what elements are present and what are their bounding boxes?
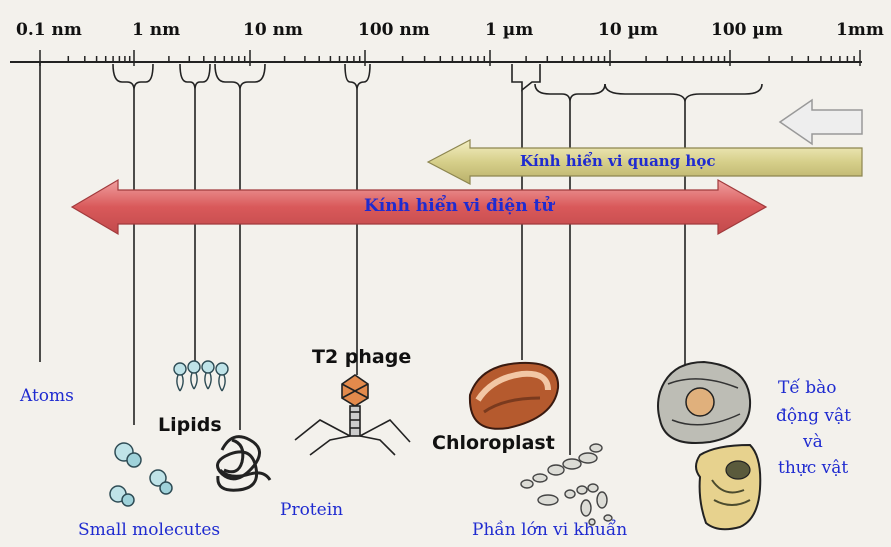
scale-label-0-1nm: 0.1 nm bbox=[16, 20, 82, 40]
chloroplast-illustration bbox=[470, 363, 558, 429]
light-microscope-label: Kính hiển vi quang học bbox=[520, 152, 715, 170]
bacteria-label: Phần lớn vi khuẩn bbox=[472, 520, 627, 540]
protein-label: Protein bbox=[280, 500, 343, 520]
scale-label-10um: 10 µm bbox=[598, 20, 658, 40]
small-molecules-illustration bbox=[110, 443, 172, 506]
scale-label-10nm: 10 nm bbox=[243, 20, 303, 40]
protein-illustration bbox=[218, 437, 271, 491]
scale-label-1um: 1 µm bbox=[485, 20, 533, 40]
bacteria-illustration bbox=[521, 444, 612, 525]
cells-label-line2: động vật bbox=[776, 406, 851, 426]
range-brackets bbox=[113, 64, 762, 102]
cells-illustration bbox=[658, 362, 760, 529]
t2-phage-illustration bbox=[295, 375, 410, 455]
cells-label-line1: Tế bào bbox=[778, 378, 836, 398]
scale-label-1nm: 1 nm bbox=[132, 20, 180, 40]
cells-label-line3: và bbox=[803, 432, 823, 452]
cells-label-line4: thực vật bbox=[778, 458, 848, 478]
t2-phage-label: T2 phage bbox=[312, 346, 411, 368]
chloroplast-label: Chloroplast bbox=[432, 432, 555, 454]
atoms-label: Atoms bbox=[20, 386, 74, 406]
lipids-label: Lipids bbox=[158, 414, 222, 436]
scale-label-100nm: 100 nm bbox=[358, 20, 430, 40]
lipids-illustration bbox=[174, 361, 228, 391]
scale-label-100um: 100 µm bbox=[711, 20, 783, 40]
scale-axis bbox=[10, 50, 862, 66]
scale-label-1mm: 1mm bbox=[836, 20, 884, 40]
electron-microscope-label: Kính hiển vi điện tử bbox=[364, 196, 554, 216]
small-molecules-label: Small molecutes bbox=[78, 520, 220, 540]
optical-limit-arrow bbox=[780, 100, 862, 144]
